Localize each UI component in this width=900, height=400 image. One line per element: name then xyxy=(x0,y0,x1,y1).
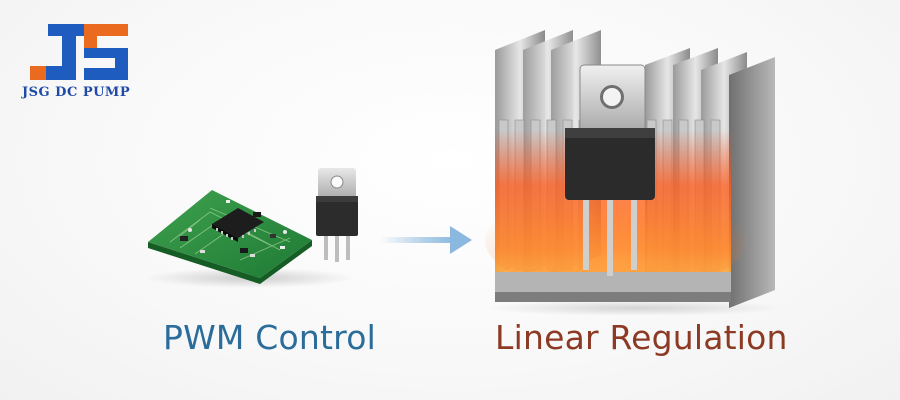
brand-logo: JSG DC PUMP xyxy=(22,22,142,112)
linear-regulation-label: Linear Regulation xyxy=(495,318,788,357)
jsg-logo-mark xyxy=(30,24,128,80)
brand-name: JSG DC PUMP xyxy=(22,85,131,100)
hot-heatsink-regulator-icon xyxy=(485,30,785,315)
pcb-with-mosfet-icon xyxy=(145,168,358,288)
right-arrow-icon xyxy=(380,226,472,254)
pwm-control-label: PWM Control xyxy=(163,318,376,357)
